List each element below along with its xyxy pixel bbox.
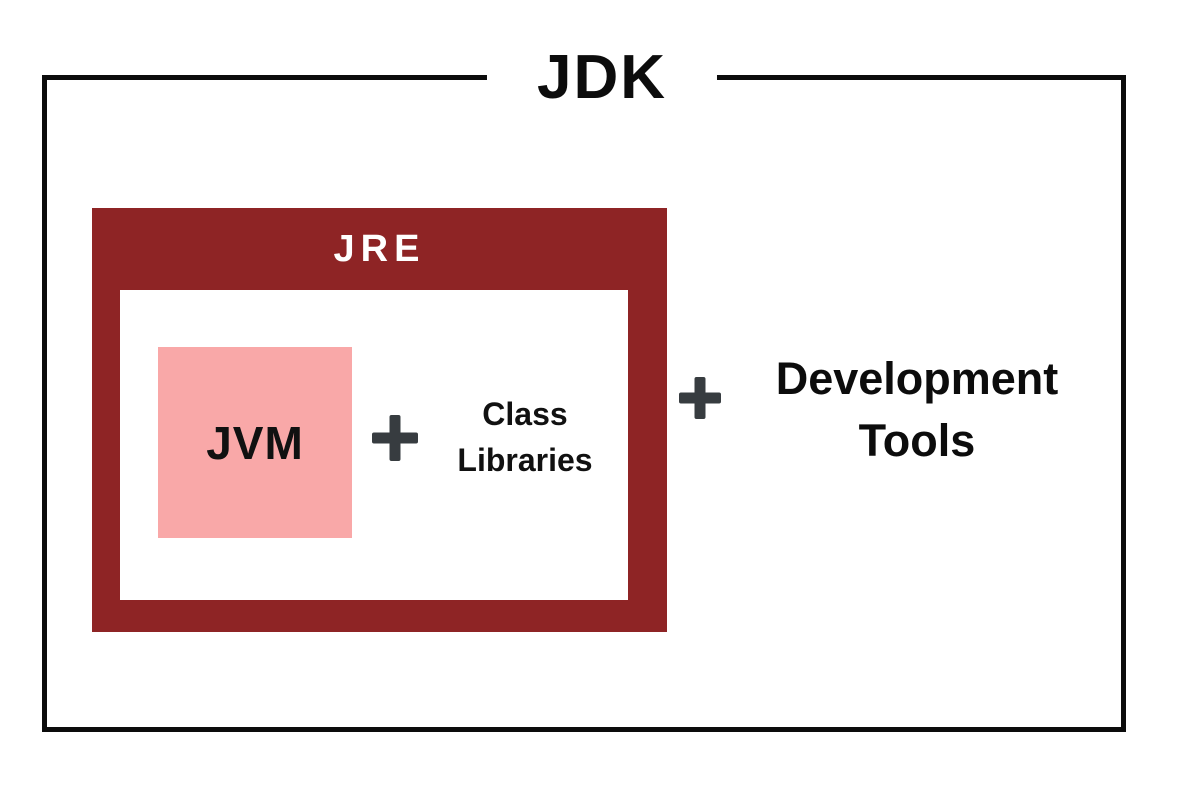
development-tools-label: Development Tools [776,348,1059,472]
plus-icon [372,415,418,461]
class-libraries-label: Class Libraries [457,391,592,483]
jre-box: JRE JVM Class Libraries [92,208,667,632]
jre-inner-panel: JVM Class Libraries [120,290,628,600]
jdk-container-box: JDK JRE JVM Class Libraries [42,47,1126,732]
development-tools-line1: Development [775,353,1059,404]
development-tools-line2: Tools [858,415,976,466]
jvm-label: JVM [206,416,304,469]
jvm-box: JVM [158,347,352,538]
plus-icon-vertical-bar [694,377,706,419]
jre-label: JRE [333,227,426,270]
plus-icon [679,377,721,419]
class-libraries-line2: Libraries [457,442,593,478]
jdk-title: JDK [486,47,718,109]
class-libraries-line1: Class [482,396,568,432]
plus-icon-vertical-bar [389,415,401,461]
